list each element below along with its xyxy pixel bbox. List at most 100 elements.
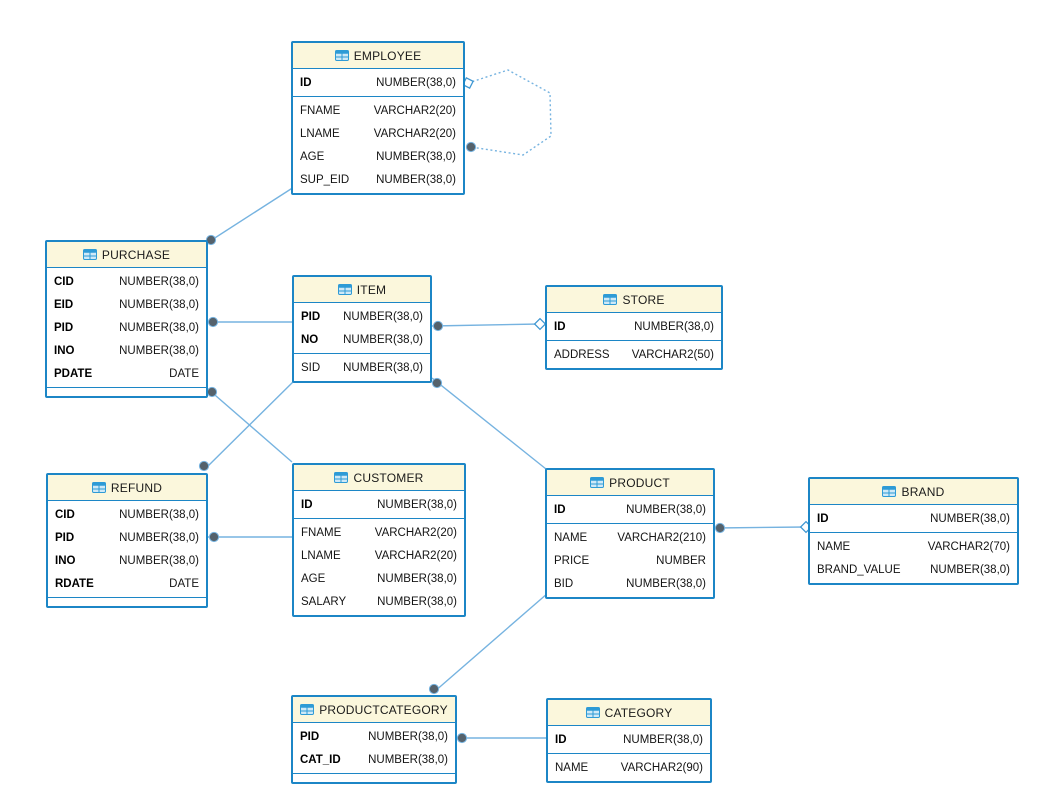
column-row[interactable]: ID NUMBER(38,0) [547, 498, 713, 521]
column-row[interactable]: PID NUMBER(38,0) [48, 526, 206, 549]
table-product[interactable]: PRODUCT ID NUMBER(38,0) NAME VARCHAR2(21… [545, 468, 715, 599]
column-row[interactable]: NO NUMBER(38,0) [294, 328, 430, 351]
table-icon [590, 477, 605, 488]
columns-section: FNAME VARCHAR2(20) LNAME VARCHAR2(20) AG… [294, 518, 464, 615]
column-type: NUMBER(38,0) [343, 361, 423, 374]
table-brand[interactable]: BRAND ID NUMBER(38,0) NAME VARCHAR2(70) … [808, 477, 1019, 585]
column-row[interactable]: ADDRESS VARCHAR2(50) [547, 343, 721, 366]
column-name: PID [300, 730, 320, 743]
relationship-line-employee-purchase[interactable] [206, 186, 295, 244]
relationship-line-employee-employee[interactable] [467, 69, 552, 156]
column-type: NUMBER(38,0) [119, 508, 199, 521]
column-name: ID [554, 503, 566, 516]
column-row[interactable]: FNAME VARCHAR2(20) [293, 99, 463, 122]
column-type: VARCHAR2(90) [620, 761, 703, 774]
relationship-line-product-productcategory[interactable] [433, 592, 549, 693]
column-type: DATE [169, 577, 199, 590]
column-row[interactable]: EID NUMBER(38,0) [47, 293, 206, 316]
column-row[interactable]: ID NUMBER(38,0) [810, 507, 1017, 530]
table-header[interactable]: EMPLOYEE [293, 43, 463, 69]
table-store[interactable]: STORE ID NUMBER(38,0) ADDRESS VARCHAR2(5… [545, 285, 723, 370]
relationship-line-purchase-customer[interactable] [207, 388, 293, 463]
table-header[interactable]: PRODUCTCATEGORY [293, 697, 455, 723]
relationship-line-item-refund[interactable] [204, 377, 298, 470]
relationship-line-item-product[interactable] [431, 377, 547, 470]
column-row[interactable]: PRICE NUMBER [547, 549, 713, 572]
column-type: NUMBER(38,0) [377, 595, 457, 608]
cardinality-dot-marker [208, 531, 220, 543]
table-header[interactable]: ITEM [294, 277, 430, 303]
column-row[interactable]: NAME VARCHAR2(90) [548, 756, 710, 779]
column-type: VARCHAR2(20) [373, 104, 456, 117]
table-employee[interactable]: EMPLOYEE ID NUMBER(38,0) FNAME VARCHAR2(… [291, 41, 465, 195]
table-header[interactable]: PURCHASE [47, 242, 206, 268]
column-row[interactable]: ID NUMBER(38,0) [294, 493, 464, 516]
table-category[interactable]: CATEGORY ID NUMBER(38,0) NAME VARCHAR2(9… [546, 698, 712, 783]
column-name: PRICE [554, 554, 590, 567]
table-productcategory[interactable]: PRODUCTCATEGORY PID NUMBER(38,0) CAT_ID … [291, 695, 457, 784]
column-type: NUMBER(38,0) [930, 512, 1010, 525]
table-customer[interactable]: CUSTOMER ID NUMBER(38,0) FNAME VARCHAR2(… [292, 463, 466, 617]
column-row[interactable]: INO NUMBER(38,0) [47, 339, 206, 362]
table-header[interactable]: REFUND [48, 475, 206, 501]
table-header[interactable]: STORE [547, 287, 721, 313]
table-header[interactable]: PRODUCT [547, 470, 713, 496]
relationship-line-item-store[interactable] [431, 323, 541, 327]
pk-columns-section: CID NUMBER(38,0) PID NUMBER(38,0) INO NU… [48, 501, 206, 597]
column-row[interactable]: SALARY NUMBER(38,0) [294, 590, 464, 613]
column-row[interactable]: PID NUMBER(38,0) [47, 316, 206, 339]
table-icon [82, 249, 97, 260]
column-type: NUMBER(38,0) [343, 333, 423, 346]
column-type: NUMBER(38,0) [119, 554, 199, 567]
column-type: NUMBER(38,0) [377, 572, 457, 585]
table-name: PURCHASE [101, 247, 171, 262]
column-row[interactable]: LNAME VARCHAR2(20) [293, 122, 463, 145]
column-name: CID [54, 275, 74, 288]
table-header[interactable]: BRAND [810, 479, 1017, 505]
column-row[interactable]: ID NUMBER(38,0) [547, 315, 721, 338]
column-name: ID [301, 498, 313, 511]
column-name: LNAME [300, 127, 340, 140]
table-header[interactable]: CUSTOMER [294, 465, 464, 491]
column-row[interactable]: SID NUMBER(38,0) [294, 356, 430, 379]
column-row[interactable]: NAME VARCHAR2(70) [810, 535, 1017, 558]
column-row[interactable]: PID NUMBER(38,0) [293, 725, 455, 748]
column-row[interactable]: FNAME VARCHAR2(20) [294, 521, 464, 544]
column-row[interactable]: ID NUMBER(38,0) [293, 71, 463, 94]
column-row[interactable]: BID NUMBER(38,0) [547, 572, 713, 595]
column-name: FNAME [300, 104, 341, 117]
column-name: ID [817, 512, 829, 525]
cardinality-dot-marker [206, 386, 218, 398]
column-row[interactable]: NAME VARCHAR2(210) [547, 526, 713, 549]
table-name: CATEGORY [604, 705, 673, 720]
table-purchase[interactable]: PURCHASE CID NUMBER(38,0) EID NUMBER(38,… [45, 240, 208, 398]
column-row[interactable]: AGE NUMBER(38,0) [293, 145, 463, 168]
column-row[interactable]: CID NUMBER(38,0) [48, 503, 206, 526]
column-type: NUMBER(38,0) [626, 577, 706, 590]
column-type: NUMBER(38,0) [119, 275, 199, 288]
cardinality-dot-marker [432, 320, 444, 332]
column-row[interactable]: ID NUMBER(38,0) [548, 728, 710, 751]
column-row[interactable]: SUP_EID NUMBER(38,0) [293, 168, 463, 191]
column-type: NUMBER(38,0) [368, 730, 448, 743]
column-row[interactable]: PID NUMBER(38,0) [294, 305, 430, 328]
table-header[interactable]: CATEGORY [548, 700, 710, 726]
column-name: BID [554, 577, 574, 590]
cardinality-dot-marker [714, 522, 726, 534]
column-row[interactable]: RDATE DATE [48, 572, 206, 595]
relationship-line-product-brand[interactable] [714, 526, 807, 529]
table-refund[interactable]: REFUND CID NUMBER(38,0) PID NUMBER(38,0)… [46, 473, 208, 608]
column-row[interactable]: PDATE DATE [47, 362, 206, 385]
column-row[interactable]: AGE NUMBER(38,0) [294, 567, 464, 590]
table-item[interactable]: ITEM PID NUMBER(38,0) NO NUMBER(38,0) SI… [292, 275, 432, 383]
column-row[interactable]: CAT_ID NUMBER(38,0) [293, 748, 455, 771]
pk-columns-section: ID NUMBER(38,0) [548, 726, 710, 753]
column-row[interactable]: CID NUMBER(38,0) [47, 270, 206, 293]
column-row[interactable]: BRAND_VALUE NUMBER(38,0) [810, 558, 1017, 581]
column-row[interactable]: LNAME VARCHAR2(20) [294, 544, 464, 567]
column-row[interactable]: INO NUMBER(38,0) [48, 549, 206, 572]
column-type: NUMBER(38,0) [634, 320, 714, 333]
column-name: AGE [301, 572, 326, 585]
column-name: INO [54, 344, 75, 357]
